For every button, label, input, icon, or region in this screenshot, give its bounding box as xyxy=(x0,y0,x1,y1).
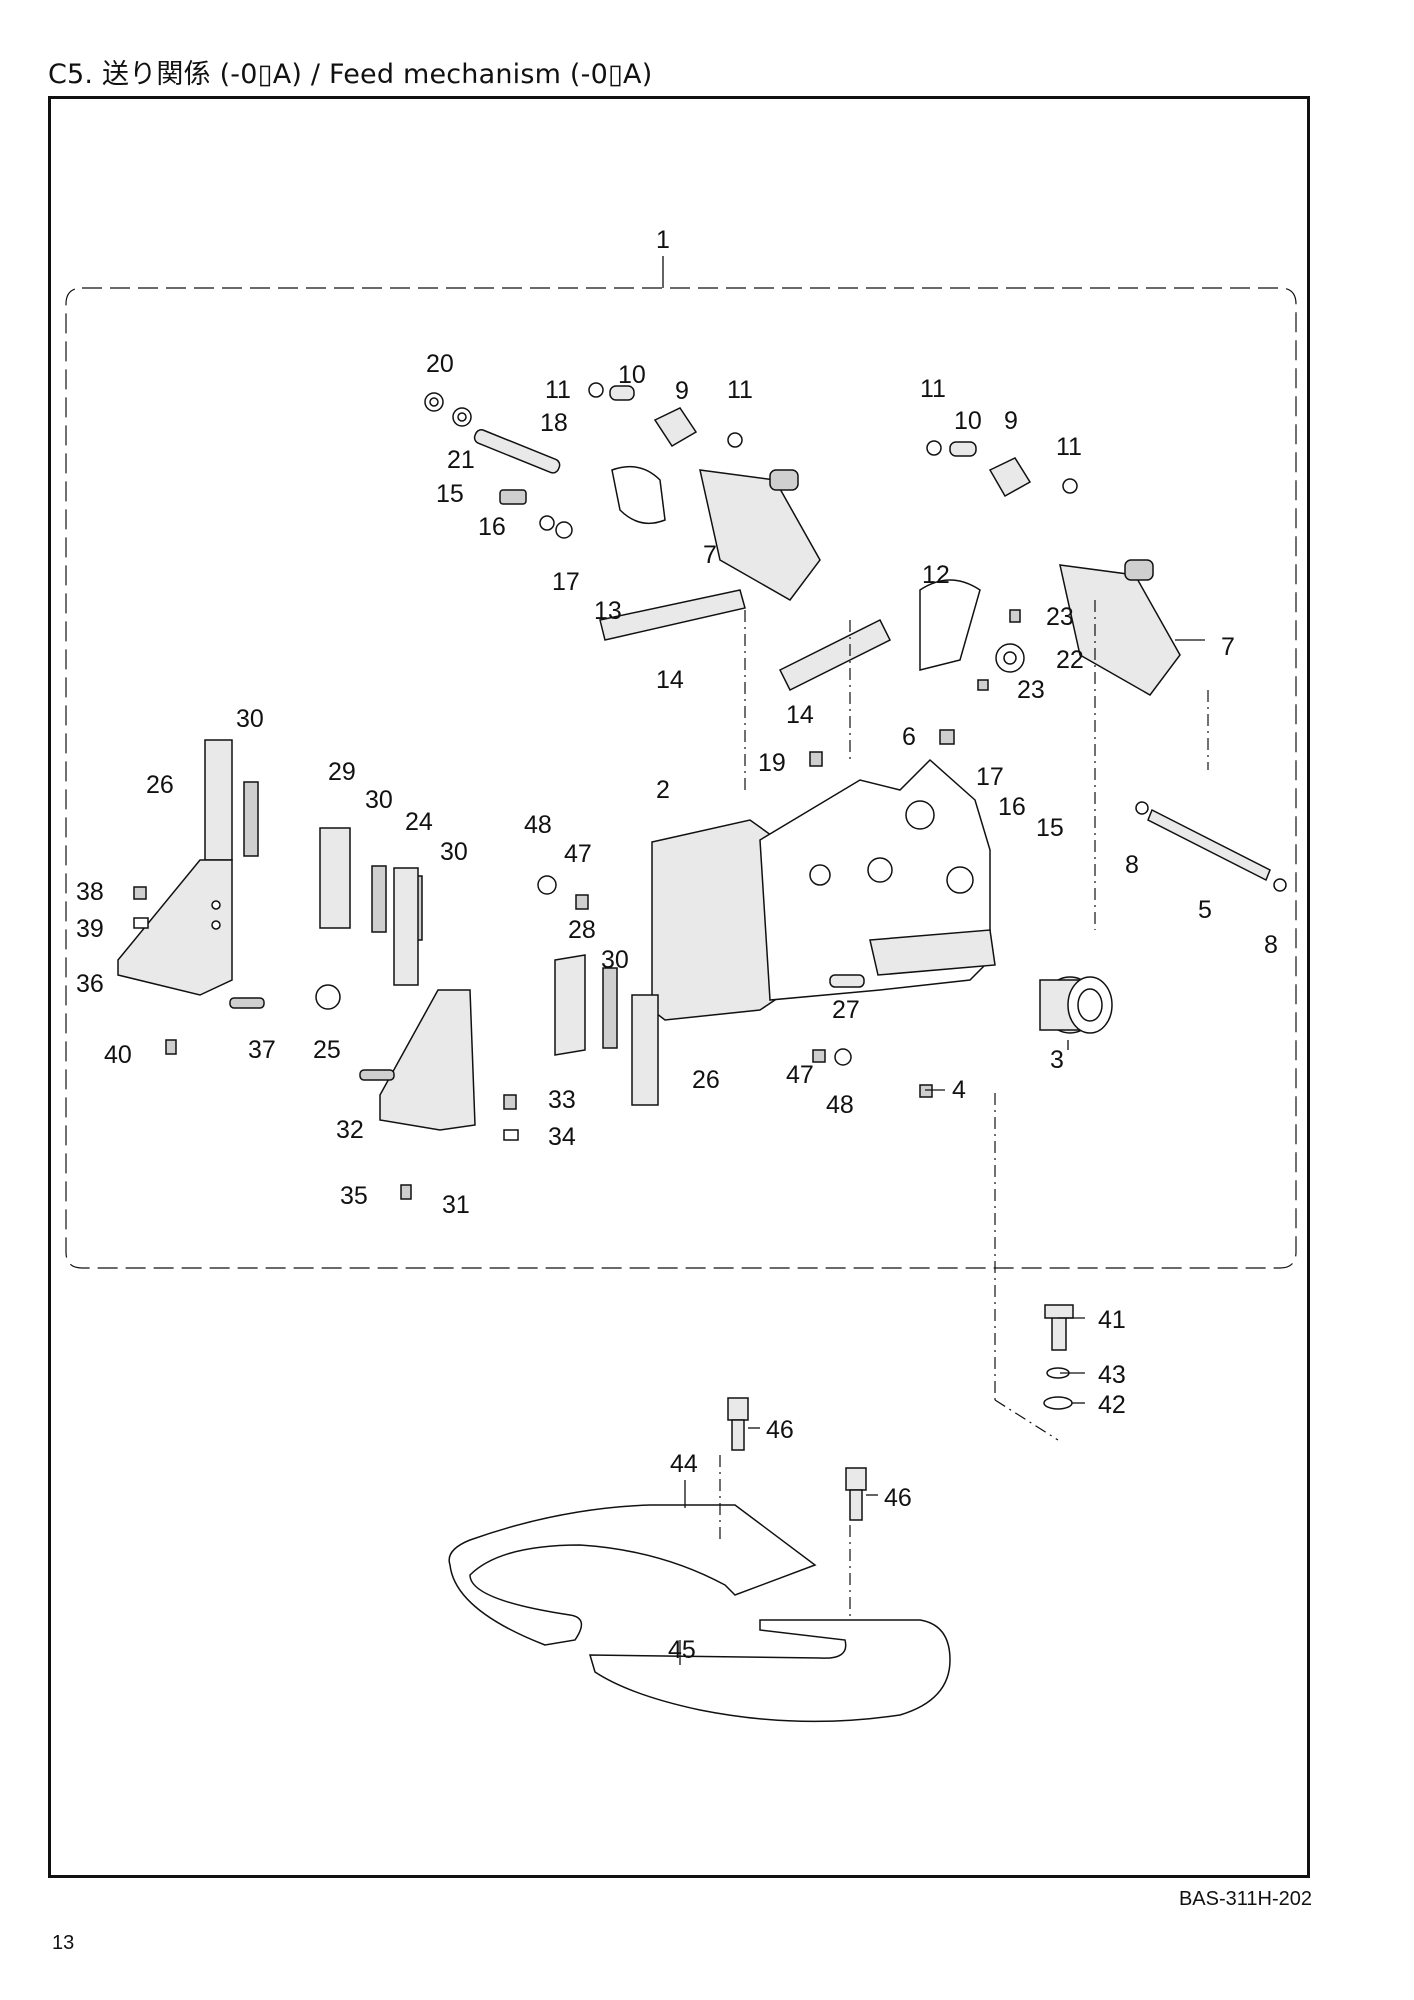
model-code: BAS-311H-202 xyxy=(1178,1888,1312,1910)
callout-39: 39 xyxy=(76,915,104,943)
callout-47b: 47 xyxy=(786,1061,814,1089)
bolt-group-41-43 xyxy=(1043,1304,1074,1410)
callout-7b: 7 xyxy=(1221,633,1235,661)
diagram-frame xyxy=(48,96,1310,1878)
callout-47a: 47 xyxy=(564,840,592,868)
callout-27: 27 xyxy=(832,996,860,1024)
callout-11a: 11 xyxy=(545,376,571,404)
callout-25: 25 xyxy=(313,1036,341,1064)
callout-17b: 17 xyxy=(976,763,1004,791)
callout-32: 32 xyxy=(336,1116,364,1144)
cylinder-group-right xyxy=(778,440,1181,696)
left-bracket-assembly xyxy=(117,739,423,1055)
callout-30a: 30 xyxy=(236,705,264,733)
center-bracket-assembly xyxy=(359,954,659,1200)
page-number: 13 xyxy=(52,1932,75,1954)
callout-4: 4 xyxy=(952,1076,966,1104)
bolt-46-left xyxy=(727,1397,749,1451)
callout-42: 42 xyxy=(1098,1391,1126,1419)
callout-29: 29 xyxy=(328,758,356,786)
callout-11c: 11 xyxy=(920,375,946,403)
callout-23a: 23 xyxy=(1046,603,1074,631)
callout-45: 45 xyxy=(668,1636,696,1664)
callout-16b: 16 xyxy=(998,793,1026,821)
callout-37: 37 xyxy=(248,1036,276,1064)
callout-46b: 46 xyxy=(884,1484,912,1512)
callout-8a: 8 xyxy=(1125,851,1139,879)
callout-41: 41 xyxy=(1098,1306,1126,1334)
cylinder-group-left xyxy=(424,382,821,641)
callout-48b: 48 xyxy=(826,1091,854,1119)
callout-5: 5 xyxy=(1198,896,1212,924)
part-callouts: 1 2 3 4 5 6 7 7 8 8 9 9 10 10 11 11 11 1… xyxy=(76,226,1278,1664)
callout-10b: 10 xyxy=(954,407,982,435)
callout-19: 19 xyxy=(758,749,786,777)
callout-11b: 11 xyxy=(727,376,753,404)
callout-28: 28 xyxy=(568,916,596,944)
callout-43: 43 xyxy=(1098,1361,1126,1389)
callout-30b: 30 xyxy=(365,786,393,814)
callout-24: 24 xyxy=(405,808,433,836)
callout-13: 13 xyxy=(594,597,622,625)
callout-18: 18 xyxy=(540,409,568,437)
assembly-1-boundary xyxy=(65,287,1297,1269)
callout-7a: 7 xyxy=(703,541,717,569)
callout-36: 36 xyxy=(76,970,104,998)
callout-9b: 9 xyxy=(1004,407,1018,435)
leader-lines xyxy=(679,600,1209,1665)
callout-38: 38 xyxy=(76,878,104,906)
callout-17a: 17 xyxy=(552,568,580,596)
callout-44: 44 xyxy=(670,1450,698,1478)
main-frame-block xyxy=(537,729,996,1098)
callout-33: 33 xyxy=(548,1086,576,1114)
callout-30c: 30 xyxy=(440,838,468,866)
callout-22: 22 xyxy=(1056,646,1084,674)
callout-2: 2 xyxy=(656,776,670,804)
callout-11d: 11 xyxy=(1056,433,1082,461)
shaft-5 xyxy=(1135,801,1287,892)
callout-3: 3 xyxy=(1050,1046,1064,1074)
callout-8b: 8 xyxy=(1264,931,1278,959)
callout-10a: 10 xyxy=(618,361,646,389)
callout-46a: 46 xyxy=(766,1416,794,1444)
callout-48a: 48 xyxy=(524,811,552,839)
callout-9a: 9 xyxy=(675,377,689,405)
callout-26a: 26 xyxy=(146,771,174,799)
callout-14b: 14 xyxy=(786,701,814,729)
pulley-3 xyxy=(1039,976,1113,1034)
callout-14a: 14 xyxy=(656,666,684,694)
callout-21: 21 xyxy=(447,446,475,474)
callout-31: 31 xyxy=(442,1191,470,1219)
callout-12: 12 xyxy=(922,561,950,589)
callout-15a: 15 xyxy=(436,480,464,508)
callout-40: 40 xyxy=(104,1041,132,1069)
callout-15b: 15 xyxy=(1036,814,1064,842)
callout-6: 6 xyxy=(902,723,916,751)
callout-16a: 16 xyxy=(478,513,506,541)
callout-26b: 26 xyxy=(692,1066,720,1094)
callout-20: 20 xyxy=(426,350,454,378)
callout-30d: 30 xyxy=(601,946,629,974)
callout-34: 34 xyxy=(548,1123,576,1151)
callout-35: 35 xyxy=(340,1182,368,1210)
callout-1: 1 xyxy=(656,226,670,254)
callout-23b: 23 xyxy=(1017,676,1045,704)
page-title: C5. 送り関係 (-0▯A) / Feed mechanism (-0▯A) xyxy=(48,59,653,90)
bolt-46-right xyxy=(845,1467,867,1521)
table-plates xyxy=(448,1397,951,1723)
